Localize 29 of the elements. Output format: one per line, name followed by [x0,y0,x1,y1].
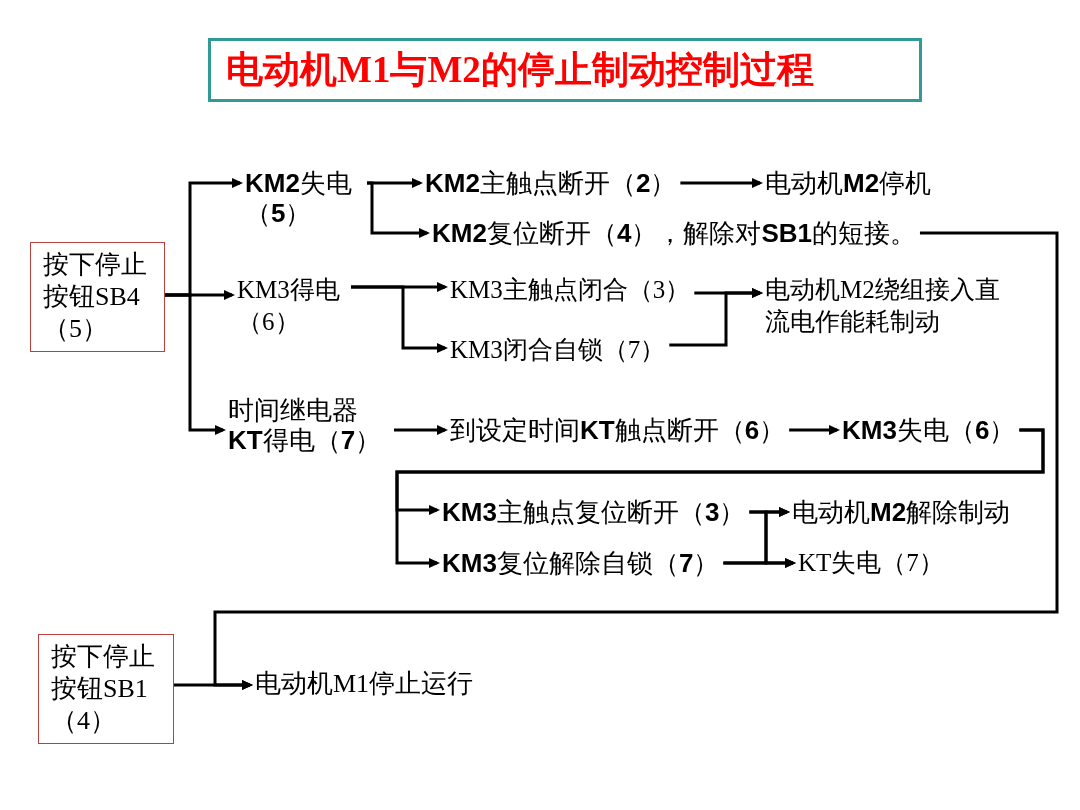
step-label: 电动机M2停机 [765,168,932,198]
step-label: 电动机M2解除制动 [792,497,1011,527]
arrow [395,428,1045,568]
title: 电动机M1与M2的停止制动控制过程 [208,38,922,102]
arrow [789,425,840,435]
step-label: KT失电（7） [798,548,944,578]
step-label: KM3主触点复位断开（3） [442,497,746,527]
arrow [394,425,448,435]
step-label: 时间继电器KT得电（7） [228,395,390,455]
step-label: 到设定时间KT触点断开（6） [450,415,786,445]
step-label: KM3失电（6） [842,415,1016,445]
step-label: KM3复位解除自锁（7） [442,548,720,578]
step-label: KM3主触点闭合（3） [450,275,691,305]
process-box: 按下停止按钮SB1（4） [38,634,174,744]
arrow [680,178,763,188]
step-label: KM3得电（6） [237,274,347,338]
arrow [174,680,253,690]
arrow [367,181,430,238]
arrow [351,285,448,353]
step-label: KM3闭合自锁（7） [450,335,666,365]
step-label: KM2主触点断开（2） [425,168,677,198]
process-box: 按下停止按钮SB4（5） [30,242,165,352]
step-label: 电动机M2绕组接入直流电作能耗制动 [765,274,1013,338]
arrow [165,293,226,435]
step-label: KM2复位断开（4），解除对SB1的短接。 [432,218,916,248]
step-label: 电动机M1停止运行 [255,669,474,699]
arrow [669,288,763,347]
step-label: KM2失电（5） [245,168,363,228]
arrow [723,558,796,568]
